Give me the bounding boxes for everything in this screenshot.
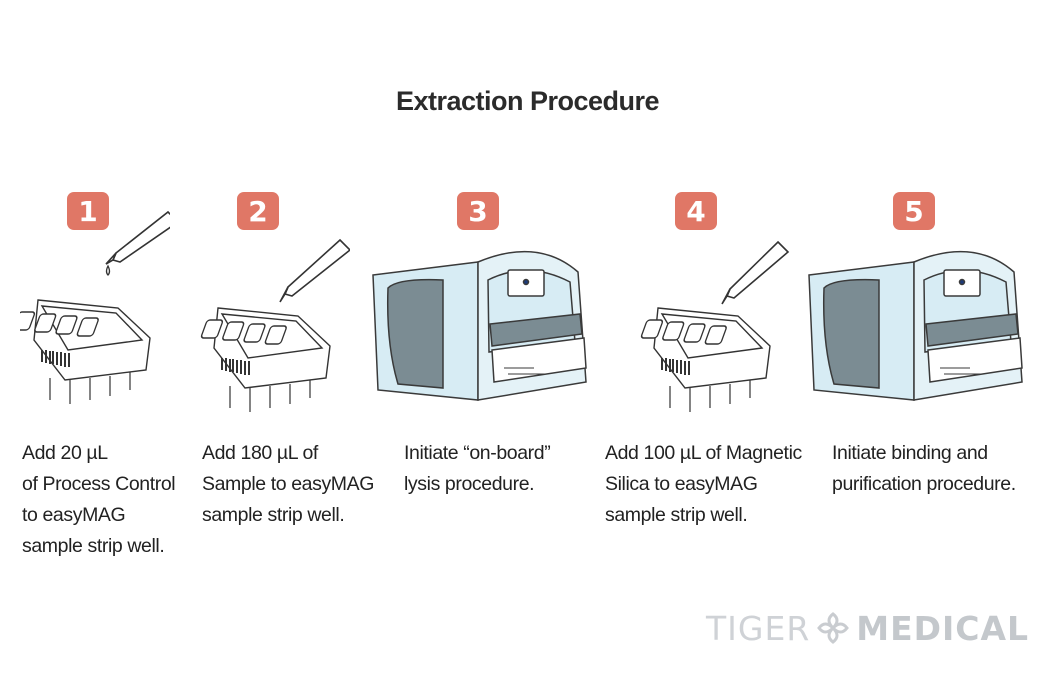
pipette-strip-illustration	[200, 238, 350, 412]
caption-line: Silica to easyMAG	[605, 473, 758, 495]
easymag-instrument-illustration	[372, 250, 587, 401]
step-number-badge: 1	[67, 192, 109, 230]
caption-line: Add 20 µL	[22, 442, 108, 464]
step-caption: Add 20 µL of Process Control to easyMAG …	[22, 438, 176, 562]
step-number-badge: 2	[237, 192, 279, 230]
caption-line: of Process Control	[22, 473, 176, 495]
caption-line: sample strip well.	[605, 504, 748, 526]
step-caption: Initiate binding and purification proced…	[832, 438, 1016, 500]
droplet-icon	[105, 264, 111, 276]
easymag-instrument-illustration	[808, 250, 1023, 401]
caption-line: Add 100 µL of Magnetic	[605, 442, 802, 464]
tiger-medical-logo: TIGER MEDICAL	[706, 608, 1029, 648]
step-caption: Initiate “on-board” lysis procedure.	[404, 438, 551, 500]
pipette-strip-illustration	[20, 210, 170, 404]
caption-line: lysis procedure.	[404, 473, 535, 495]
logo-text-medical: MEDICAL	[856, 608, 1030, 648]
caption-line: purification procedure.	[832, 473, 1016, 495]
pipette-icon	[721, 240, 790, 305]
sample-strip-icon	[20, 299, 151, 404]
logo-emblem-icon	[817, 612, 850, 644]
pipette-icon	[105, 210, 170, 265]
caption-line: sample strip well.	[202, 504, 345, 526]
step-number-badge: 5	[893, 192, 935, 230]
caption-line: Initiate binding and	[832, 442, 988, 464]
caption-line: Initiate “on-board”	[404, 442, 551, 464]
logo-text-tiger: TIGER	[706, 608, 811, 648]
sample-strip-icon	[640, 307, 771, 412]
step-caption: Add 180 µL of Sample to easyMAG sample s…	[202, 438, 374, 531]
page-title: Extraction Procedure	[395, 86, 660, 116]
pipette-icon	[279, 238, 350, 303]
step-number-badge: 3	[457, 192, 499, 230]
pipette-strip-illustration	[640, 240, 790, 412]
caption-line: sample strip well.	[22, 535, 165, 557]
caption-line: Add 180 µL of	[202, 442, 318, 464]
caption-line: to easyMAG	[22, 504, 126, 526]
sample-strip-icon	[200, 307, 331, 412]
step-number-badge: 4	[675, 192, 717, 230]
caption-line: Sample to easyMAG	[202, 473, 375, 495]
step-caption: Add 100 µL of Magnetic Silica to easyMAG…	[605, 438, 802, 531]
